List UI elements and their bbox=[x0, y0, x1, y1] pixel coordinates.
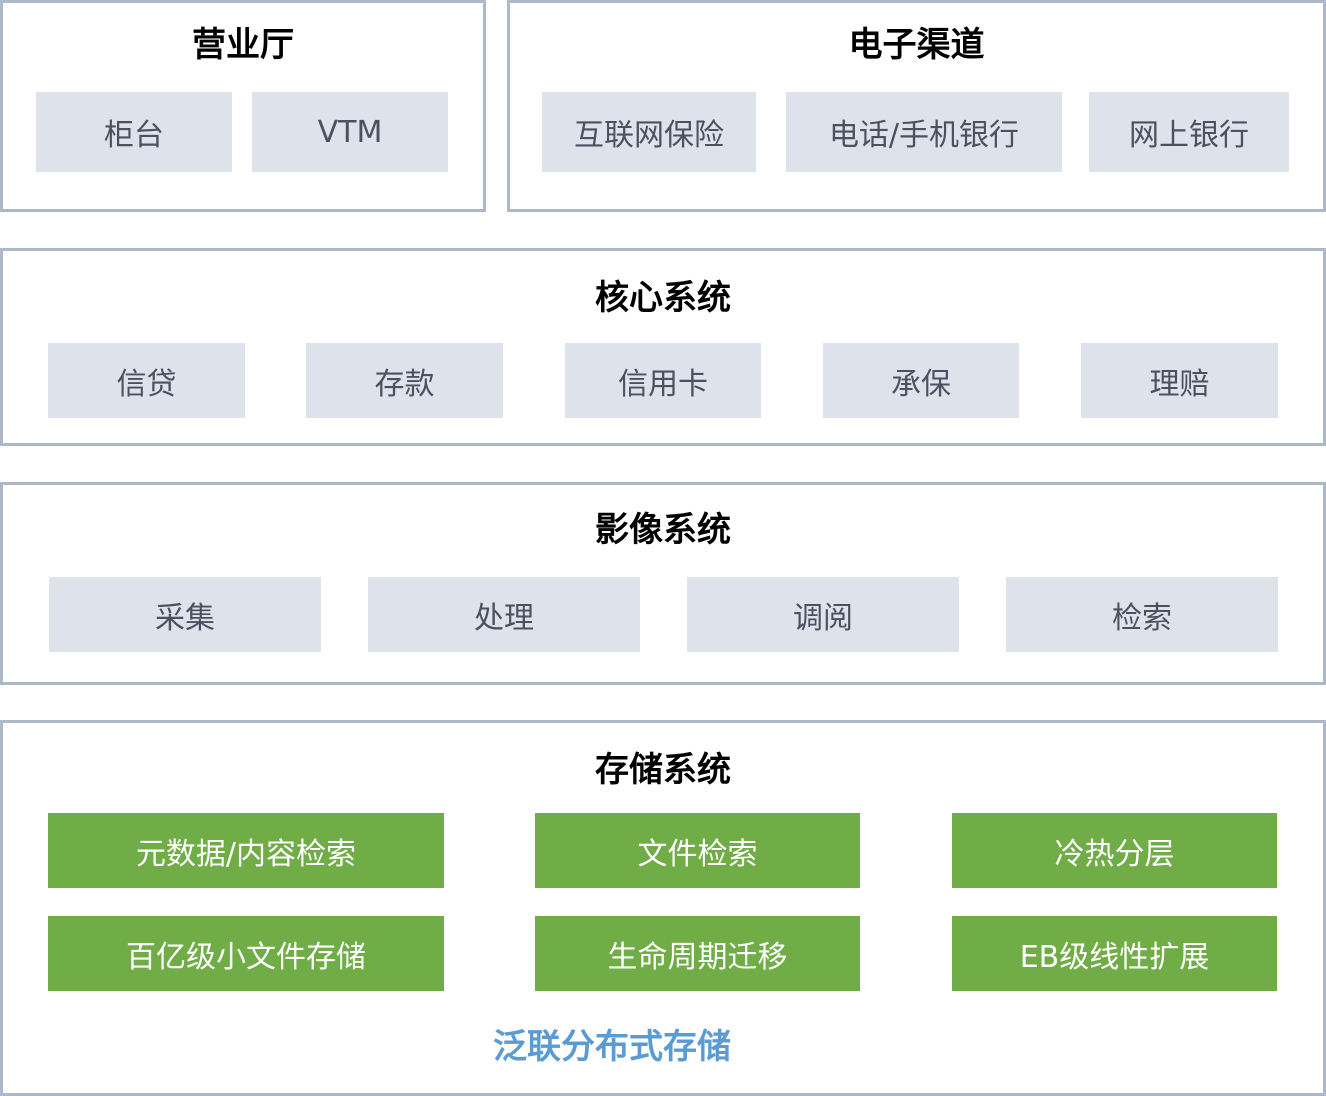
tile-underwriting: 承保 bbox=[823, 343, 1019, 418]
tile-lifecycle-migration: 生命周期迁移 bbox=[535, 916, 860, 991]
section-title: 核心系统 bbox=[595, 278, 731, 318]
section-title: 影像系统 bbox=[595, 510, 731, 550]
tile-small-file-storage: 百亿级小文件存储 bbox=[48, 916, 444, 991]
tile-credit-card: 信用卡 bbox=[565, 343, 761, 418]
section-title: 存储系统 bbox=[595, 750, 731, 790]
section-title: 营业厅 bbox=[192, 25, 294, 65]
tile-file-search: 文件检索 bbox=[535, 813, 860, 888]
tile-hot-cold-tiering: 冷热分层 bbox=[952, 813, 1277, 888]
tile-process: 处理 bbox=[368, 577, 640, 652]
tile-loan: 信贷 bbox=[48, 343, 245, 418]
tile-vtm: VTM bbox=[252, 92, 448, 172]
storage-product-label: 泛联分布式存储 bbox=[493, 1027, 731, 1067]
tile-eb-linear-scaling: EB级线性扩展 bbox=[952, 916, 1277, 991]
tile-claims: 理赔 bbox=[1081, 343, 1278, 418]
tile-metadata-content-search: 元数据/内容检索 bbox=[48, 813, 444, 888]
tile-capture: 采集 bbox=[49, 577, 321, 652]
section-title: 电子渠道 bbox=[848, 25, 985, 65]
tile-search: 检索 bbox=[1006, 577, 1278, 652]
tile-counter: 柜台 bbox=[36, 92, 232, 172]
tile-phone-mobile-banking: 电话/手机银行 bbox=[786, 92, 1062, 172]
tile-online-banking: 网上银行 bbox=[1089, 92, 1289, 172]
tile-internet-insurance: 互联网保险 bbox=[542, 92, 756, 172]
tile-deposit: 存款 bbox=[306, 343, 503, 418]
tile-view: 调阅 bbox=[687, 577, 959, 652]
section-storage-system: 存储系统 bbox=[0, 720, 1326, 1096]
